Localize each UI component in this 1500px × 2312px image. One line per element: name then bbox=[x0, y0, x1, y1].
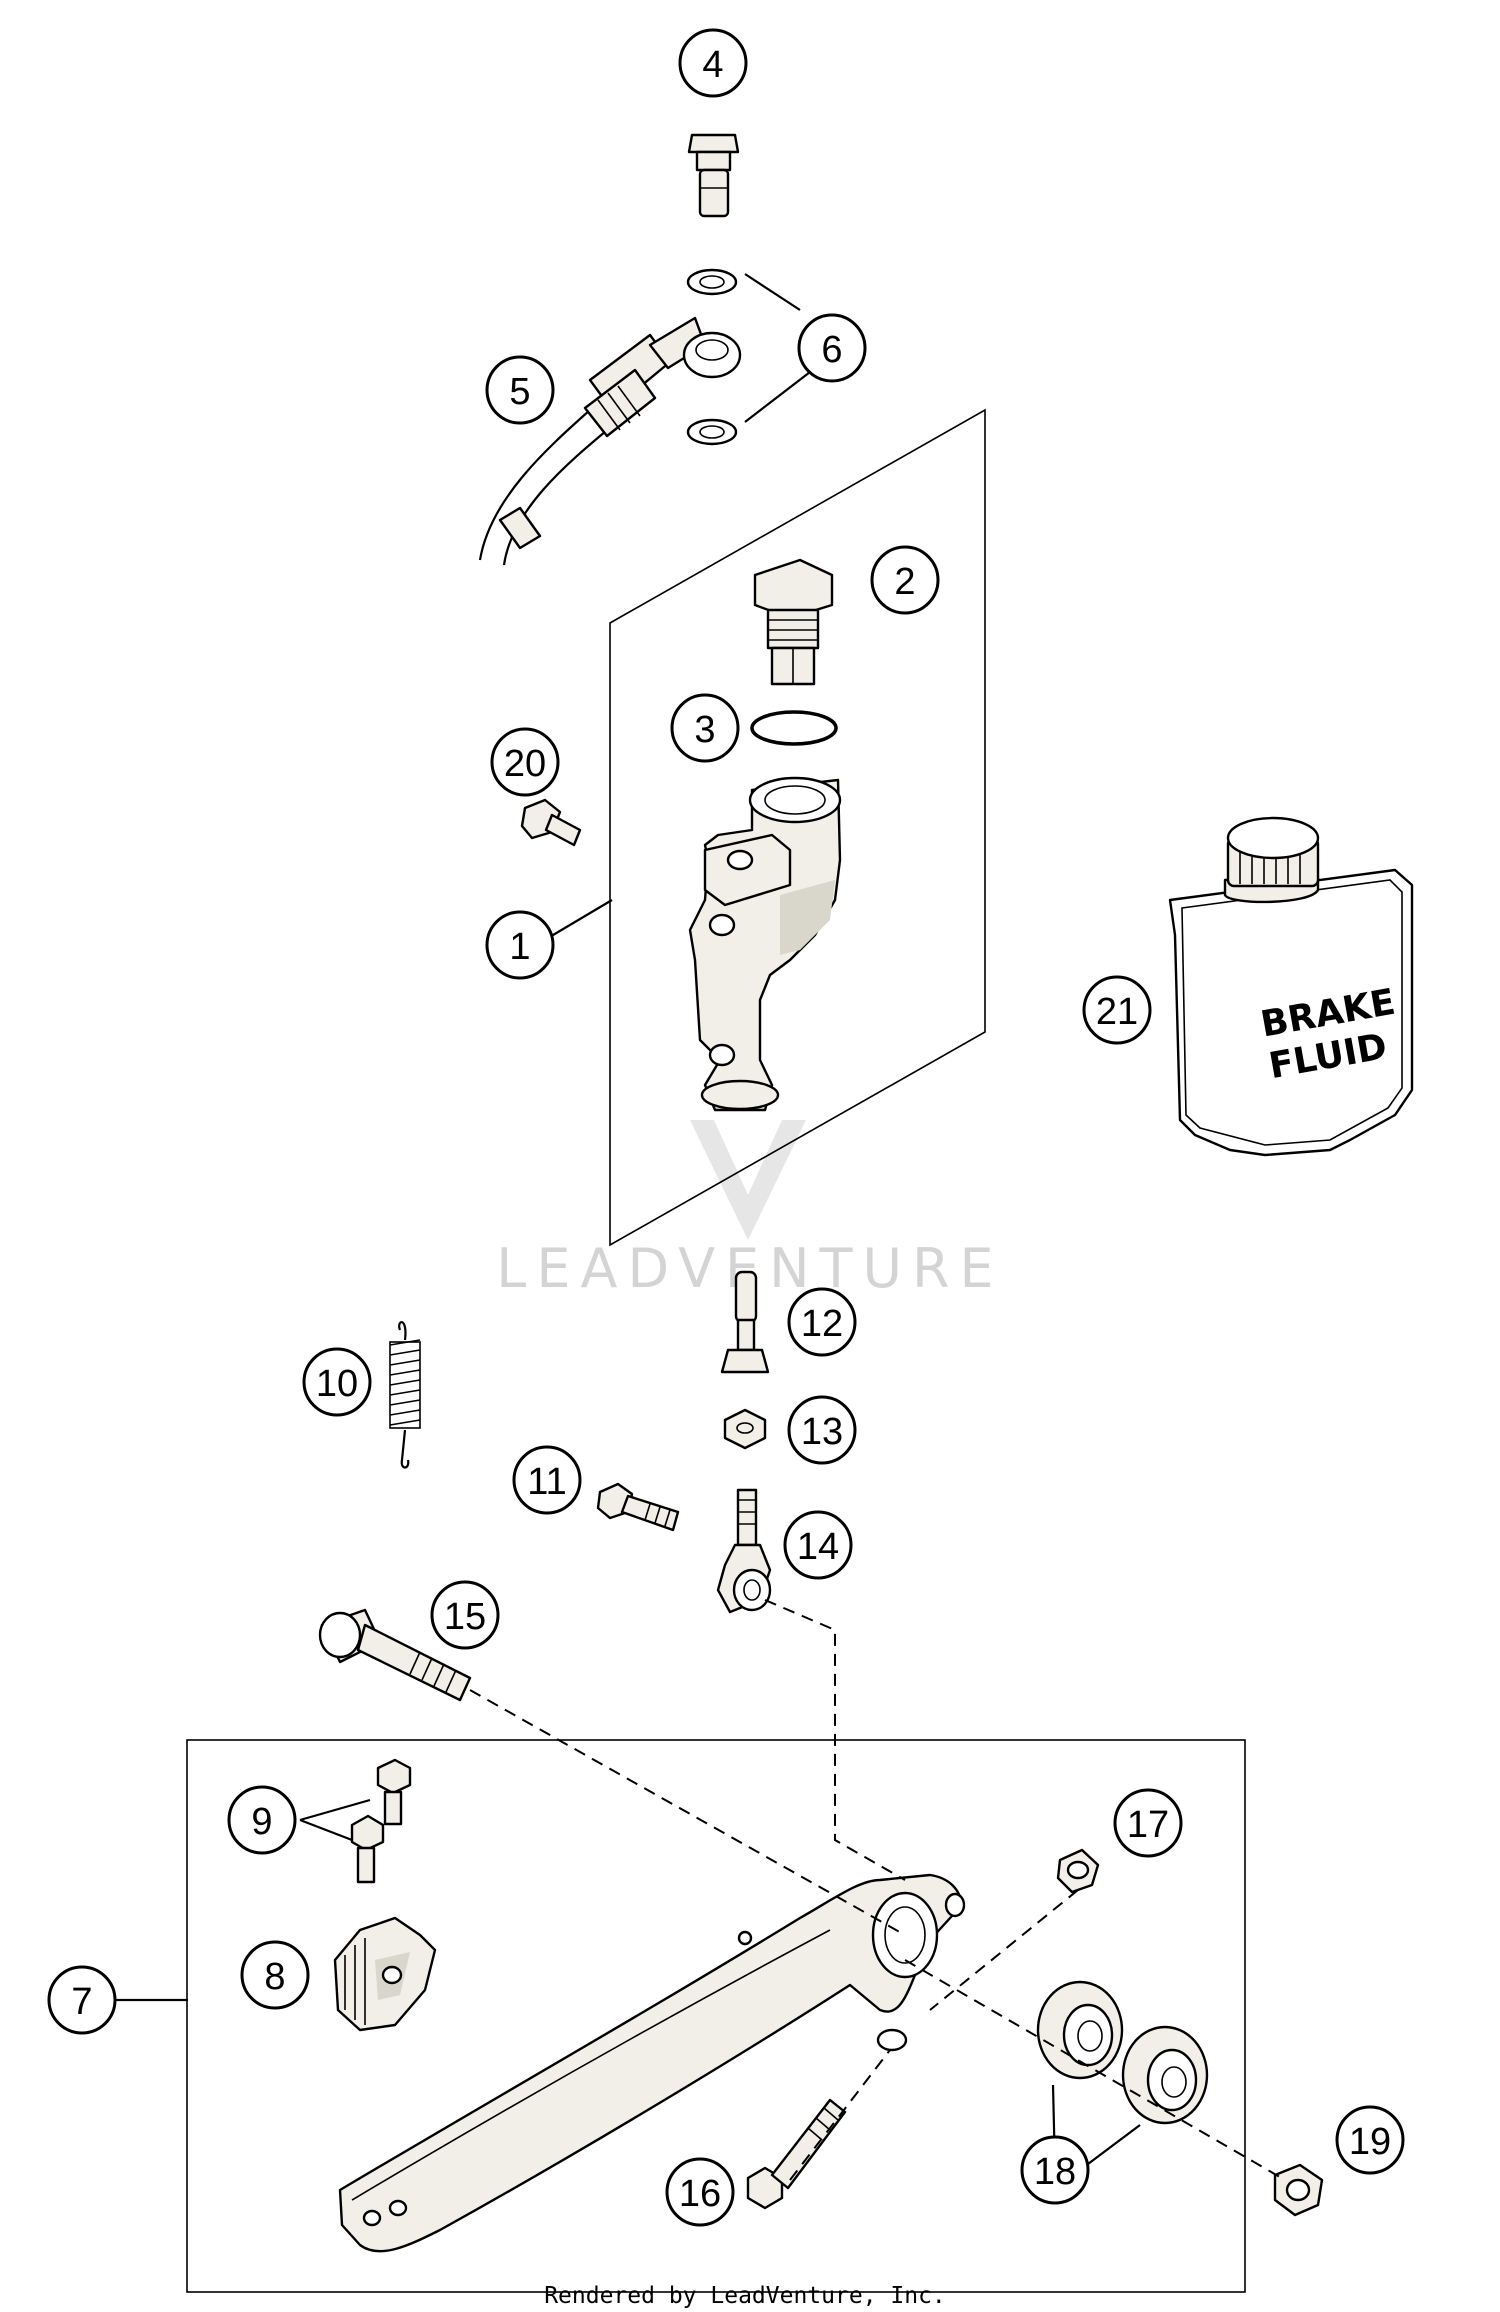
callout-15: 15 bbox=[430, 1580, 500, 1650]
push-rod bbox=[720, 1270, 770, 1374]
svg-text:18: 18 bbox=[1034, 2151, 1076, 2193]
callout-19: 19 bbox=[1335, 2105, 1405, 2175]
return-spring bbox=[389, 1321, 421, 1469]
collar-nut bbox=[1056, 1848, 1100, 1894]
brake-lever-group-frame bbox=[186, 1739, 1246, 2293]
clevis-joint bbox=[716, 1488, 772, 1614]
lock-nut bbox=[723, 1408, 767, 1450]
callout-2: 2 bbox=[870, 545, 940, 615]
svg-text:4: 4 bbox=[702, 44, 723, 86]
svg-text:9: 9 bbox=[251, 1801, 272, 1843]
master-cylinder bbox=[688, 776, 842, 1112]
svg-text:20: 20 bbox=[504, 743, 546, 785]
leader-lines bbox=[100, 273, 1141, 2172]
svg-text:1: 1 bbox=[509, 926, 530, 968]
reservoir-fitting bbox=[753, 558, 834, 686]
callout-5: 5 bbox=[485, 355, 555, 425]
pedal-stop-bolt bbox=[746, 2098, 847, 2210]
pivot-bolt-long bbox=[318, 1608, 472, 1702]
callout-1: 1 bbox=[485, 910, 555, 980]
callout-14: 14 bbox=[783, 1510, 853, 1580]
callout-3: 3 bbox=[670, 693, 740, 763]
sealing-washer-bottom bbox=[686, 418, 738, 446]
svg-text:6: 6 bbox=[821, 329, 842, 371]
svg-text:17: 17 bbox=[1127, 1804, 1169, 1846]
callout-11: 11 bbox=[512, 1445, 582, 1515]
banjo-bolt bbox=[687, 133, 740, 218]
watermark-logo-icon bbox=[690, 1120, 806, 1240]
svg-text:10: 10 bbox=[316, 1363, 358, 1405]
svg-text:8: 8 bbox=[264, 1956, 285, 1998]
svg-text:11: 11 bbox=[527, 1461, 566, 1503]
footrest-screws bbox=[350, 1758, 412, 1884]
svg-text:3: 3 bbox=[694, 709, 715, 751]
footer-credit: Rendered by LeadVenture, Inc. bbox=[544, 2283, 946, 2309]
assembly-lines bbox=[469, 1599, 1286, 2181]
svg-text:7: 7 bbox=[71, 1981, 92, 2023]
o-ring bbox=[750, 710, 838, 746]
callout-13: 13 bbox=[787, 1395, 857, 1465]
callout-4: 4 bbox=[678, 28, 748, 98]
callout-18: 18 bbox=[1020, 2135, 1090, 2205]
callout-9: 9 bbox=[227, 1785, 297, 1855]
bearings bbox=[1036, 1980, 1209, 2125]
svg-text:16: 16 bbox=[679, 2173, 721, 2215]
callout-8: 8 bbox=[240, 1940, 310, 2010]
svg-text:15: 15 bbox=[444, 1596, 486, 1638]
svg-text:21: 21 bbox=[1096, 991, 1138, 1033]
svg-text:13: 13 bbox=[801, 1411, 843, 1453]
brake-line bbox=[478, 316, 742, 566]
svg-text:14: 14 bbox=[797, 1526, 839, 1568]
callout-7: 7 bbox=[47, 1965, 117, 2035]
callout-16: 16 bbox=[665, 2157, 735, 2227]
callout-21: 21 bbox=[1082, 975, 1152, 1045]
sealing-washer-top bbox=[686, 268, 738, 296]
svg-text:2: 2 bbox=[894, 561, 915, 603]
callout-6: 6 bbox=[797, 313, 867, 383]
callout-17: 17 bbox=[1113, 1788, 1183, 1858]
pivot-bolt-short bbox=[596, 1482, 680, 1532]
callout-12: 12 bbox=[787, 1287, 857, 1357]
brake-pedal-step bbox=[333, 1916, 437, 2032]
callout-20: 20 bbox=[490, 727, 560, 797]
brake-fluid-container: BRAKE FLUID bbox=[1168, 816, 1414, 1157]
reservoir-screw bbox=[520, 798, 582, 847]
svg-text:5: 5 bbox=[509, 371, 530, 413]
svg-text:19: 19 bbox=[1349, 2121, 1391, 2163]
brake-pedal bbox=[338, 1873, 966, 2253]
pedal-pivot-nut bbox=[1273, 2163, 1324, 2217]
callout-10: 10 bbox=[302, 1347, 372, 1417]
master-cylinder-group-frame bbox=[609, 408, 986, 1247]
svg-text:12: 12 bbox=[801, 1303, 843, 1345]
